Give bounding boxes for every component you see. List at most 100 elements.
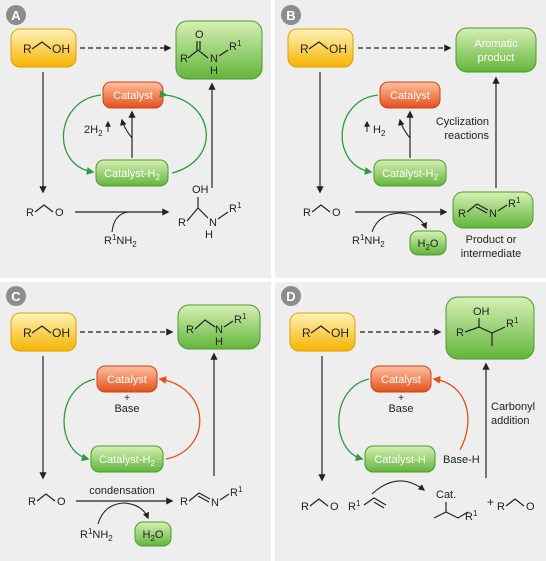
panel-a-amide-r: R <box>180 53 188 65</box>
panel-c-badge-label: C <box>11 289 21 304</box>
panel-d-alcohol-r: R <box>302 326 311 340</box>
panel-d-base: Base <box>388 403 413 415</box>
panel-b-cyclization-line2: reactions <box>444 130 489 142</box>
panel-c-base: Base <box>114 403 139 415</box>
panel-a-green-arc-right <box>159 90 207 174</box>
panel-d-green-arc <box>338 378 370 462</box>
panel-b-water-label: H2O <box>418 238 439 252</box>
panel-a-amine-label: R1NH2 <box>104 233 137 249</box>
panel-d-plus: + <box>398 393 404 404</box>
panel-b-aldehyde-r: R <box>303 207 311 219</box>
panel-b-catalyst-box <box>379 81 441 109</box>
panel-b-imine-nr <box>497 204 508 212</box>
panel-a-amide-h: H <box>210 65 218 77</box>
panel-c-alcohol-box <box>10 312 77 352</box>
panel-a-amide-o: O <box>195 29 204 41</box>
panel-c-aldehyde-r: R <box>28 496 36 508</box>
panel-a-amide-box <box>175 20 263 80</box>
panel-d-catalyst-box <box>370 365 432 393</box>
panel-d-catalyst-h-label: Catalyst-H <box>374 454 425 466</box>
panel-d-aldehyde-r: R <box>301 501 309 513</box>
panel-a-hemi-bond <box>186 207 209 222</box>
panel-b-catalyst-h2-box <box>373 159 447 187</box>
panel-c-water-label: H2O <box>143 529 164 543</box>
panel-d-catalyst-h-box <box>364 445 436 473</box>
panel-c: C R OH R N H R1 Catalyst + Base Catalyst… <box>6 286 261 547</box>
panel-d-aldehyde2-o: O <box>526 501 535 513</box>
panel-d-alcohol-box <box>289 312 356 352</box>
panel-d-aldehyde2-r: R <box>497 501 505 513</box>
panel-d-alcohol-oh: OH <box>331 326 349 340</box>
panel-c-amine-h: H <box>215 336 223 348</box>
panel-c-imine-r: R <box>180 496 188 508</box>
panel-b-h2-release-arrow <box>398 118 411 139</box>
panel-d-plus-sign: + <box>487 495 494 509</box>
panel-b-green-arc <box>341 94 379 175</box>
panel-a-hemi-n: N <box>209 217 217 229</box>
panel-b-amine-label: R1NH2 <box>352 233 385 249</box>
panel-b-catalyst-label: Catalyst <box>390 90 430 102</box>
panel-b-byproduct-label: H2 <box>373 124 386 138</box>
panel-c-imine-double2 <box>197 495 210 503</box>
panel-a-hemi-r1: R1 <box>229 201 242 215</box>
panel-d-catalyst-h-curve <box>371 480 426 495</box>
panel-c-green-arc <box>63 378 96 462</box>
panel-b-catalyst-h2-label: Catalyst-H2 <box>382 168 438 182</box>
panel-b-product-box <box>455 27 537 73</box>
panel-c-water-box <box>134 521 172 547</box>
panel-d-alkene-double <box>373 501 385 509</box>
panel-a-alcohol-box <box>10 28 77 68</box>
panel-d-cat-r1: R1 <box>465 509 478 523</box>
panel-a-byproduct-label: 2H2 <box>84 124 103 138</box>
panel-c-catalyst-box <box>96 365 158 393</box>
panel-b-badge-label: B <box>286 8 295 23</box>
panel-c-alcohol-oh: OH <box>52 326 70 340</box>
panel-b-product-line2: product <box>478 52 515 64</box>
panel-d-product-r1: R1 <box>506 316 519 330</box>
panel-a-h2-release-arrow <box>120 118 133 139</box>
panel-c-imine-n: N <box>211 497 219 509</box>
panel-d-alkene-r1: R1 <box>348 499 361 513</box>
panel-c-catalyst-h2-label: Catalyst-H2 <box>99 454 155 468</box>
panel-b-aldehyde-o: O <box>332 207 341 219</box>
panel-d-cat-chain <box>433 511 469 519</box>
panel-d-base-h: Base-H <box>443 454 480 466</box>
panel-a-aldehyde-r: R <box>26 207 34 219</box>
panel-a-hemi-r: R <box>178 217 186 229</box>
panel-a-catalyst-h2-box <box>95 159 169 187</box>
panel-b-imine-n: N <box>489 208 497 220</box>
panel-a-amide-bond <box>187 49 209 59</box>
panel-b-badge <box>281 5 301 25</box>
panel-d-alcohol-bond <box>310 325 331 334</box>
panel-a-amide-nr <box>218 49 229 57</box>
panel-a-catalyst-h2-label: Catalyst-H2 <box>104 168 160 182</box>
panel-c-condensation: condensation <box>89 485 154 497</box>
panel-a-catalyst-label: Catalyst <box>113 90 153 102</box>
panel-a-aldehyde-o: O <box>55 207 64 219</box>
panel-d-product-r: R <box>456 327 464 339</box>
panel-c-amine-r: R <box>186 324 194 336</box>
panel-a-alcohol-oh: OH <box>52 42 70 56</box>
panel-a-badge-label: A <box>11 8 21 23</box>
panel-b-imine-r: R <box>458 208 466 220</box>
panel-a-amine-curve <box>111 211 129 233</box>
panel-c-amine-r1: R1 <box>234 312 247 326</box>
panel-c-aldehyde-o: O <box>57 496 66 508</box>
panel-c-imine-double1 <box>198 492 211 500</box>
panel-c-amine-bond <box>194 319 216 330</box>
panel-c-amine-n: N <box>215 324 223 336</box>
panel-c-alcohol-r: R <box>23 326 32 340</box>
panel-c-amine-nr <box>223 320 234 328</box>
panel-d-aldehyde2-bond <box>505 498 525 507</box>
panel-c-imine-nr <box>219 493 230 501</box>
panel-d-cat-label: Cat. <box>436 489 456 501</box>
panel-b-alcohol-box <box>287 28 354 68</box>
panel-a: A R OH O R N H R1 Catalyst Catalyst-H2 2… <box>6 5 263 249</box>
panel-b-label-line2: intermediate <box>461 248 522 260</box>
panel-b-aldehyde-bond <box>311 204 331 213</box>
panel-b-imine-box <box>452 191 534 229</box>
panel-d-carbonyl-line2: addition <box>491 415 530 427</box>
panel-a-badge <box>6 5 26 25</box>
panel-b-alcohol-r: R <box>300 42 309 56</box>
